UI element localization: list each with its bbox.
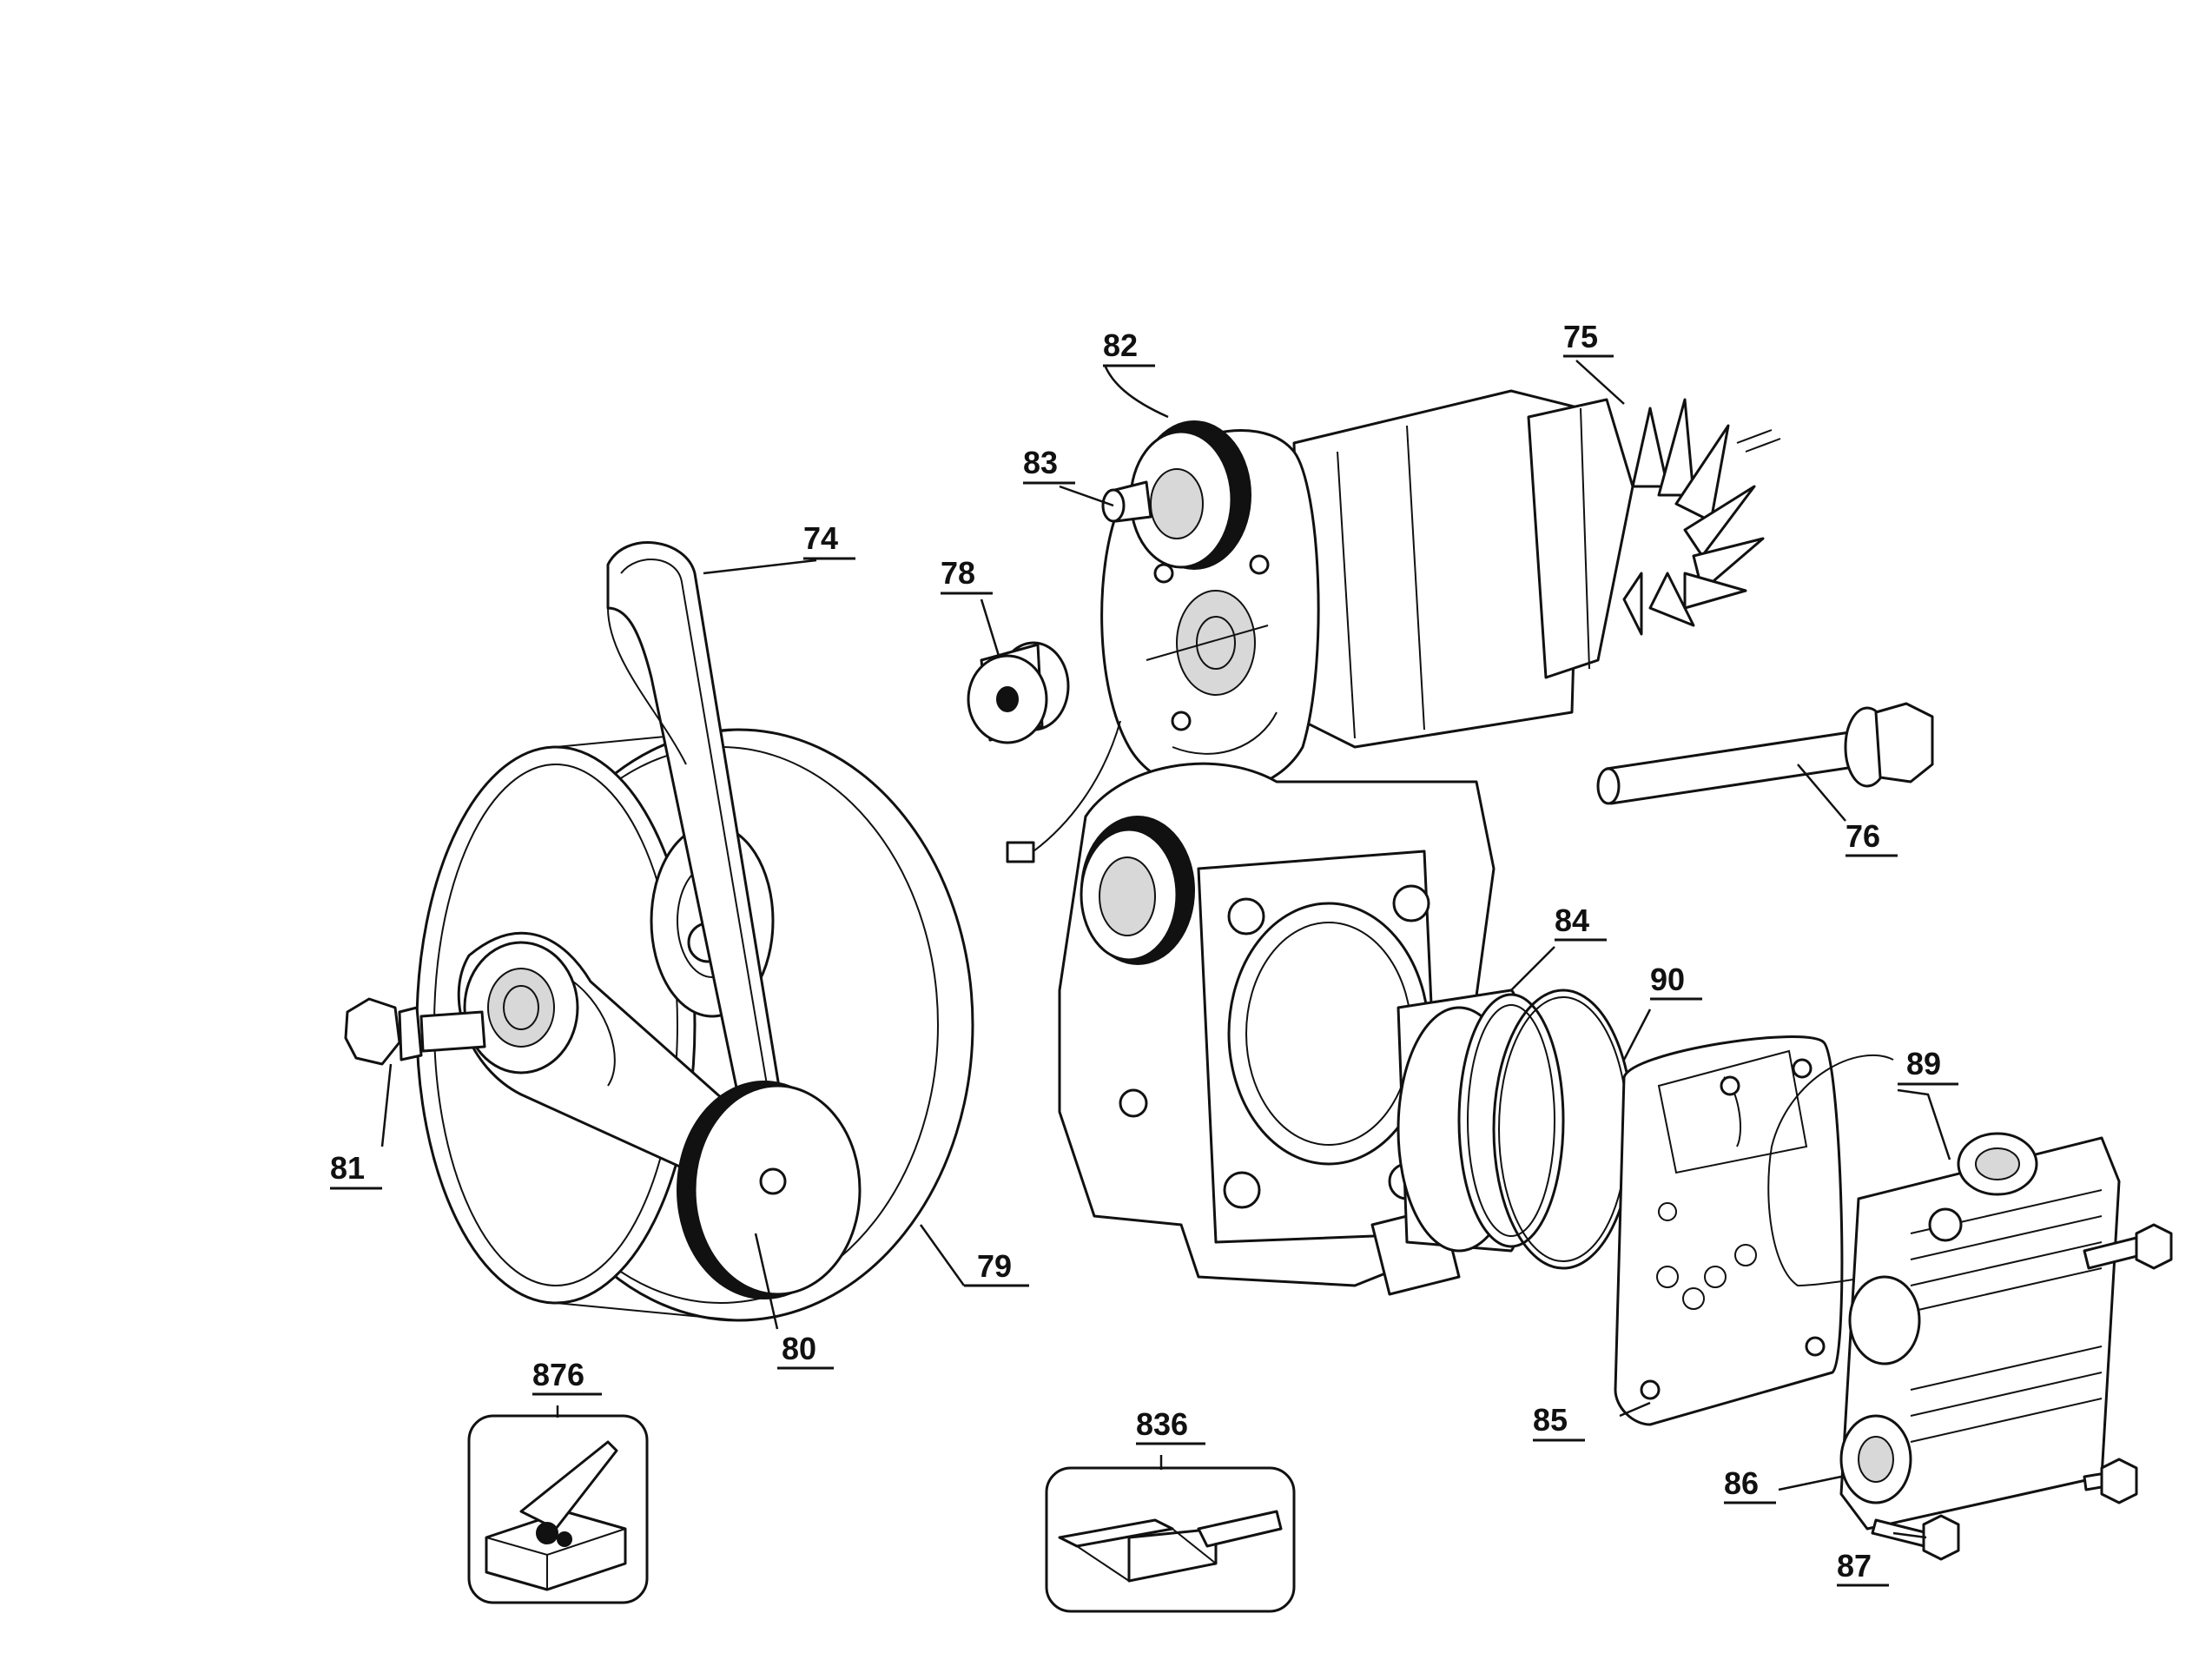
callout-79: 79: [964, 1248, 1029, 1287]
cylinder-sleeve-part-84: [1397, 988, 1565, 1253]
crankcase: [1058, 762, 1496, 1296]
callout-86: 86: [1724, 1465, 1776, 1504]
callout-74: 74: [803, 520, 855, 560]
callout-labels: 74 75 76 78 79 80 81 82: [330, 319, 1958, 1587]
callout-84: 84: [1555, 903, 1607, 942]
callout-85: 85: [1533, 1402, 1585, 1442]
callout-876: 876: [532, 1357, 602, 1396]
cylinder-head-part-86: [1839, 1132, 2121, 1531]
callout-76-text: 76: [1846, 818, 1880, 854]
bolt-part-81: [344, 997, 486, 1066]
bushing-part-78: [967, 641, 1070, 744]
callout-81: 81: [330, 1150, 382, 1190]
callout-876-text: 876: [532, 1357, 584, 1392]
callout-78: 78: [941, 555, 993, 595]
connecting-rod-part-80: [457, 931, 862, 1299]
callout-75-text: 75: [1563, 319, 1598, 354]
callout-87-text: 87: [1837, 1548, 1872, 1584]
callout-80-text: 80: [782, 1331, 816, 1366]
callout-83-text: 83: [1023, 445, 1058, 480]
callout-83: 83: [1023, 445, 1075, 485]
long-bolt-part-76: [1596, 702, 1934, 805]
kit-box-part-836: [1045, 1466, 1296, 1613]
callout-90: 90: [1650, 962, 1702, 1001]
callout-80: 80: [777, 1331, 834, 1370]
callout-81-text: 81: [330, 1150, 365, 1186]
gasket-part-89: [1767, 1055, 1929, 1287]
callout-89-text: 89: [1906, 1046, 1941, 1081]
callout-836-text: 836: [1136, 1406, 1188, 1442]
fan-blades: [1622, 398, 1765, 636]
callout-84-text: 84: [1555, 903, 1589, 938]
kit-box-part-876: [467, 1414, 649, 1604]
callout-79-text: 79: [977, 1248, 1012, 1284]
callout-90-text: 90: [1650, 962, 1685, 997]
callout-76: 76: [1846, 818, 1898, 857]
valve-plate-part-85: [1614, 1035, 1844, 1426]
callout-87: 87: [1837, 1548, 1889, 1587]
callout-836: 836: [1136, 1406, 1205, 1445]
callout-75: 75: [1563, 319, 1614, 358]
callout-86-text: 86: [1724, 1465, 1759, 1501]
callout-89: 89: [1898, 1046, 1958, 1086]
callout-82: 82: [1103, 327, 1155, 367]
callout-85-text: 85: [1533, 1402, 1568, 1438]
callout-78-text: 78: [941, 555, 975, 591]
callout-82-text: 82: [1103, 327, 1138, 363]
motor-assembly: [1006, 389, 1781, 863]
callout-74-text: 74: [803, 520, 838, 556]
head-bolts-part-87: [1871, 1223, 2173, 1561]
leader-lines: [380, 360, 1951, 1539]
